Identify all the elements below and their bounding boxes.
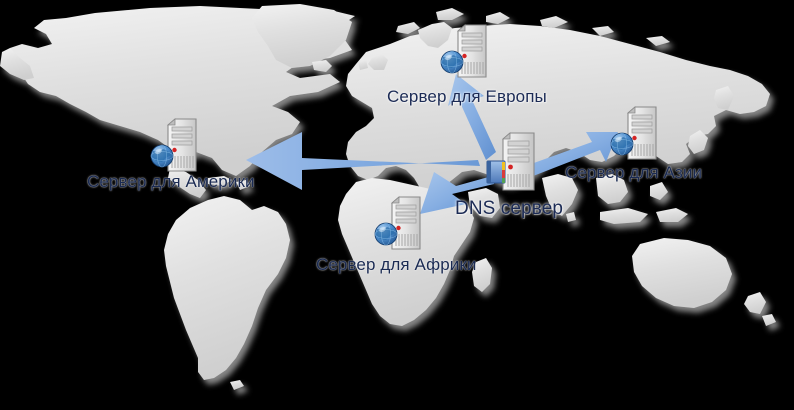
caribbean-islands-2 (236, 180, 250, 190)
southeast-asia (596, 174, 628, 204)
arctic-islands-2 (436, 8, 464, 20)
power-led-icon (632, 135, 637, 141)
philippines (650, 182, 668, 200)
alaska (0, 48, 34, 80)
arrow-to-europe (448, 74, 496, 160)
arctic-islands-4 (540, 16, 568, 28)
greenland (252, 4, 352, 68)
scandinavia (418, 22, 452, 48)
arrow-to-asia (520, 132, 618, 178)
node-server-asia[interactable] (610, 106, 660, 164)
server-with-book-icon (486, 132, 535, 191)
server-with-globe-icon (610, 106, 657, 160)
central-america (168, 168, 206, 198)
arrow-to-africa (420, 172, 494, 214)
server-with-globe-icon (374, 196, 421, 250)
india (542, 174, 578, 216)
arrows-layer (246, 74, 618, 214)
power-led-icon (172, 147, 177, 153)
node-server-america[interactable] (150, 118, 200, 176)
server-with-globe-icon (150, 118, 197, 172)
node-dns-root[interactable] (486, 132, 538, 194)
globe-icon (610, 132, 634, 156)
sri-lanka (566, 212, 576, 222)
caribbean-islands (208, 176, 232, 186)
madagascar (472, 258, 492, 292)
arabia (468, 188, 500, 218)
kamchatka (714, 86, 734, 110)
power-led-icon (462, 53, 467, 59)
falkland-islands (230, 380, 244, 390)
globe-icon (150, 144, 174, 168)
north-america (10, 6, 355, 176)
arctic-islands-3 (486, 12, 510, 24)
ireland (358, 60, 368, 70)
new-zealand (744, 292, 766, 314)
japan (688, 130, 708, 154)
node-server-africa[interactable] (374, 196, 424, 254)
indonesia-1 (600, 208, 648, 224)
globe-icon (440, 50, 464, 74)
power-led-icon (396, 225, 401, 231)
power-led-icon (508, 164, 513, 170)
africa (338, 178, 474, 326)
arctic-islands-1 (396, 22, 420, 34)
arrow-to-america (246, 132, 480, 190)
arctic-islands-5 (592, 26, 614, 36)
node-server-europe[interactable] (440, 24, 490, 82)
indonesia-2 (656, 208, 688, 222)
iceland (312, 60, 332, 72)
eurasia (346, 24, 770, 192)
book-icon (486, 160, 506, 184)
south-america (164, 196, 290, 380)
australia (632, 238, 732, 308)
globe-icon (374, 222, 398, 246)
server-with-globe-icon (440, 24, 487, 78)
new-zealand-2 (762, 314, 776, 326)
arctic-islands-6 (646, 36, 670, 46)
british-isles (368, 54, 388, 70)
